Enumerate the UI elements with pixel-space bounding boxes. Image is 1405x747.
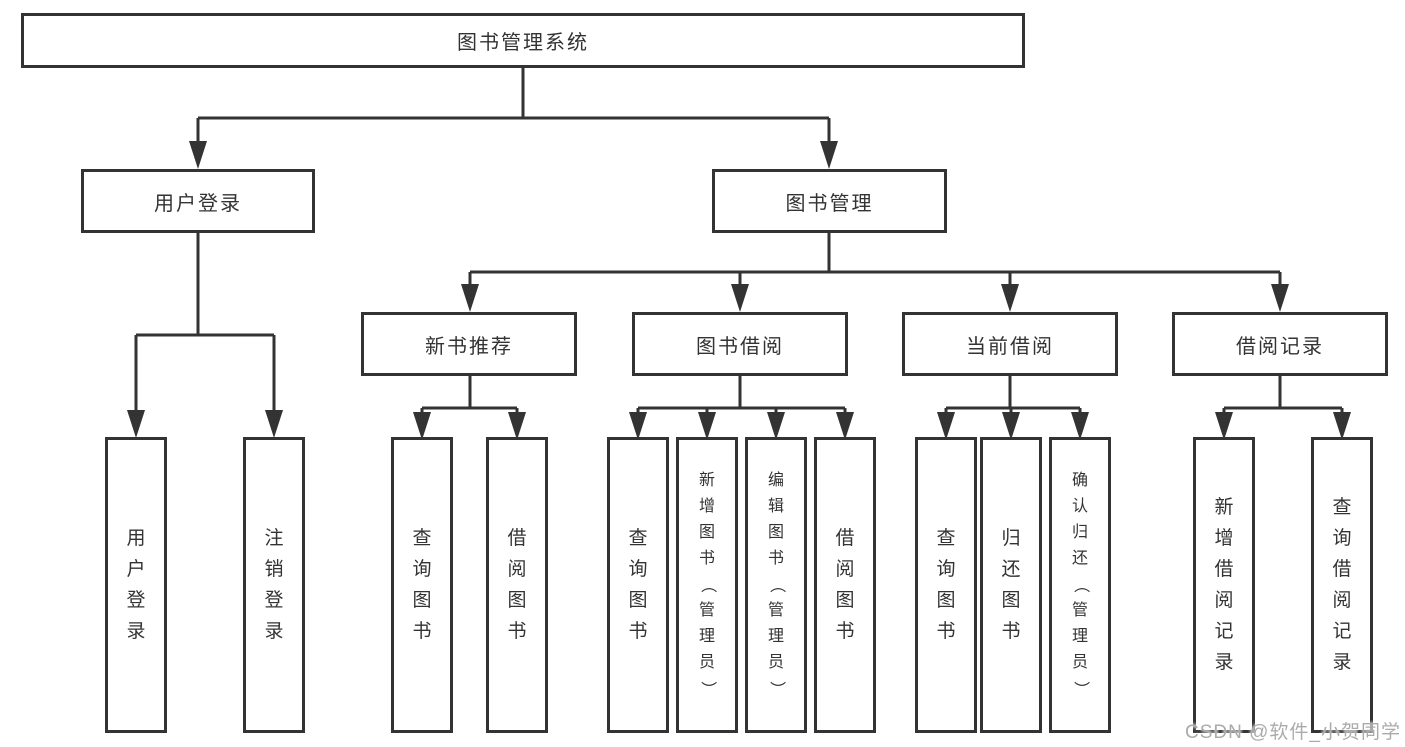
leaf-borrow-books-recommend: 借阅图书 (486, 437, 548, 733)
arrow-down-icon (731, 284, 749, 312)
node-book-management: 图书管理 (712, 169, 947, 233)
node-book-borrowing: 图书借阅 (632, 312, 848, 376)
leaf-borrow-books-borrowing: 借阅图书 (814, 437, 876, 733)
arrow-down-icon (629, 412, 647, 440)
connector-borrowing-records (1222, 376, 1344, 416)
arrow-down-icon (127, 410, 145, 438)
connector-root (196, 68, 831, 145)
connector-new-book-recommend (420, 376, 519, 416)
arrow-down-icon (1271, 284, 1289, 312)
node-borrowing-records: 借阅记录 (1172, 312, 1388, 376)
arrow-down-icon (1333, 412, 1351, 440)
arrow-down-icon (1215, 412, 1233, 440)
arrow-down-icon (265, 410, 283, 438)
arrow-down-icon (1071, 412, 1089, 440)
leaf-query-books-borrowing: 查询图书 (607, 437, 669, 733)
leaf-confirm-return-admin: 确认归还（管理员） (1049, 437, 1111, 733)
arrowheads (127, 141, 1351, 440)
arrow-down-icon (1002, 412, 1020, 440)
arrow-down-icon (508, 412, 526, 440)
leaf-query-books-recommend: 查询图书 (391, 437, 453, 733)
arrow-down-icon (767, 412, 785, 440)
arrow-down-icon (937, 412, 955, 440)
arrow-down-icon (189, 141, 207, 169)
arrow-down-icon (461, 284, 479, 312)
arrow-down-icon (413, 412, 431, 440)
arrow-down-icon (698, 412, 716, 440)
leaf-user-login: 用户登录 (105, 437, 167, 733)
leaf-add-books-admin: 新增图书（管理员） (676, 437, 738, 733)
connector-book-borrowing (636, 376, 847, 416)
connector-current-borrowing (944, 376, 1082, 416)
connector-book-management (468, 233, 1282, 288)
node-user-login: 用户登录 (81, 169, 315, 233)
leaf-edit-books-admin: 编辑图书（管理员） (745, 437, 807, 733)
node-new-book-recommend: 新书推荐 (361, 312, 577, 376)
arrow-down-icon (836, 412, 854, 440)
connector-user-login (134, 233, 276, 414)
leaf-logout: 注销登录 (243, 437, 305, 733)
arrow-down-icon (1001, 284, 1019, 312)
leaf-add-borrow-record: 新增借阅记录 (1193, 437, 1255, 733)
watermark-text: CSDN @软件_小贺同学 (1185, 722, 1401, 743)
node-library-system-root: 图书管理系统 (21, 13, 1025, 68)
arrow-down-icon (820, 141, 838, 169)
leaf-return-books: 归还图书 (980, 437, 1042, 733)
node-current-borrowing: 当前借阅 (902, 312, 1118, 376)
leaf-query-borrow-record: 查询借阅记录 (1311, 437, 1373, 733)
leaf-query-books-current: 查询图书 (915, 437, 977, 733)
